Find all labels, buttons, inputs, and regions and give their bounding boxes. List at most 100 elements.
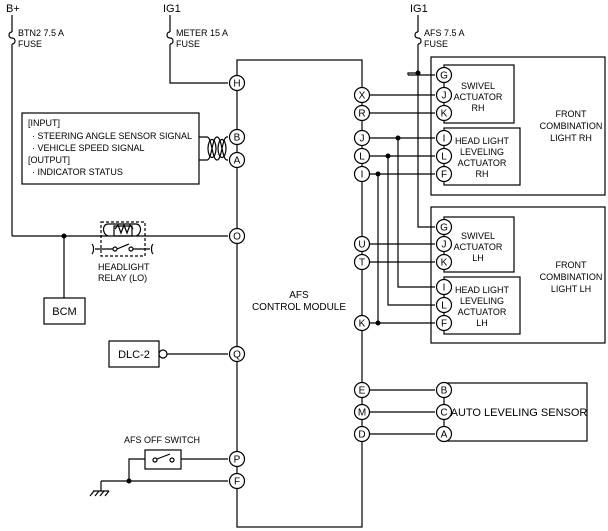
svg-text:F: F (441, 170, 447, 181)
connector-pin: G (435, 218, 453, 236)
svg-text:J: J (442, 240, 447, 251)
btn2-fuse: BTN2 7.5 A FUSE (8, 15, 64, 236)
dlc-label: DLC-2 (118, 349, 150, 361)
svg-text:U: U (358, 240, 365, 251)
wire-l-to-lh-l (387, 156, 435, 306)
swivel-lh-label-2: ACTUATOR (454, 242, 503, 252)
module-pin: T (353, 253, 371, 271)
combo-lh-label-2: COMBINATION (540, 272, 603, 282)
module-pin: U (353, 235, 371, 253)
svg-text:L: L (441, 301, 447, 312)
connector-pin: F (435, 165, 453, 183)
input-header: [INPUT] (28, 118, 60, 128)
auto-leveling-sensor-label: AUTO LEVELING SENSOR (451, 407, 588, 419)
junction-dot (385, 153, 391, 159)
connector-pin: A (435, 425, 453, 443)
input-steering-angle: · STEERING ANGLE SENSOR SIGNAL (32, 131, 192, 141)
svg-text:C: C (440, 408, 447, 419)
module-pin: H (228, 74, 246, 92)
leveling-lh-label-4: LH (476, 318, 488, 328)
bcm-box (43, 297, 86, 325)
ground-icon (89, 481, 110, 497)
svg-text:F: F (234, 477, 240, 488)
junction-dot (126, 478, 132, 484)
combo-lh-label-3: LIGHT LH (551, 284, 591, 294)
svg-text:B: B (441, 386, 448, 397)
switch-ground-wire (128, 458, 145, 481)
svg-text:J: J (442, 91, 447, 102)
front-combination-light-lh-box (430, 206, 606, 344)
svg-text:A: A (441, 430, 448, 441)
module-pin: E (353, 381, 371, 399)
combo-lh-label-1: FRONT (556, 260, 587, 270)
swivel-lh-label-1: SWIVEL (461, 231, 495, 241)
swivel-lh-label-3: LH (472, 253, 484, 263)
svg-text:P: P (234, 455, 241, 466)
module-pin: R (353, 104, 371, 122)
svg-text:O: O (233, 232, 241, 243)
module-pin: D (353, 425, 371, 443)
connector-pin: I (435, 129, 453, 147)
connector-pin: J (435, 235, 453, 253)
dlc-connector-icon (158, 349, 168, 359)
junction-dot (415, 70, 421, 76)
svg-text:I: I (361, 170, 364, 181)
connector-pin: L (435, 296, 453, 314)
io-signal-box (21, 112, 200, 185)
connector-pin: C (435, 403, 453, 421)
svg-text:J: J (360, 134, 365, 145)
input-vehicle-speed: · VEHICLE SPEED SIGNAL (32, 143, 145, 153)
svg-text:F: F (441, 319, 447, 330)
junction-dot (395, 135, 401, 141)
module-pin: M (353, 403, 371, 421)
svg-text:E: E (359, 386, 366, 397)
connector-pin: L (435, 147, 453, 165)
leveling-rh-label-4: RH (476, 169, 489, 179)
module-pin: X (353, 86, 371, 104)
combo-rh-label-3: LIGHT RH (550, 133, 592, 143)
junction-dot (375, 171, 381, 177)
connector-pin: I (435, 278, 453, 296)
swivel-rh-label-1: SWIVEL (461, 81, 495, 91)
leveling-rh-label-2: LEVELING (460, 147, 504, 157)
module-label-1: AFS (289, 290, 309, 301)
leveling-rh-label-3: ACTUATOR (458, 158, 507, 168)
leveling-lh-label-2: LEVELING (460, 296, 504, 306)
afs-fuse-label-2: FUSE (424, 39, 448, 49)
module-pin: Q (228, 345, 246, 363)
connector-pin: B (435, 381, 453, 399)
front-combination-light-rh-box (430, 56, 606, 196)
swivel-rh-label-3: RH (472, 103, 485, 113)
svg-text:H: H (233, 79, 240, 90)
module-pin: L (353, 147, 371, 165)
svg-text:L: L (441, 152, 447, 163)
leveling-rh-label-1: HEAD LIGHT (455, 136, 510, 146)
svg-text:G: G (440, 223, 448, 234)
svg-text:T: T (359, 258, 365, 269)
connector-pin: K (435, 104, 453, 122)
module-pin: K (353, 314, 371, 332)
afs-off-switch-label: AFS OFF SWITCH (124, 435, 200, 445)
relay-label-2: RELAY (LO) (98, 273, 147, 283)
afs-fuse-label-1: AFS 7.5 A (424, 28, 465, 38)
combo-rh-label-2: COMBINATION (540, 121, 603, 131)
svg-text:A: A (234, 156, 241, 167)
combo-rh-label-1: FRONT (556, 109, 587, 119)
output-header: [OUTPUT] (28, 155, 70, 165)
output-indicator-status: · INDICATOR STATUS (32, 167, 123, 177)
svg-text:I: I (443, 134, 446, 145)
module-pin: A (228, 151, 246, 169)
bplus-label: B+ (6, 3, 20, 15)
module-pin: P (228, 450, 246, 468)
meter-fuse-label-1: METER 15 A (176, 28, 228, 38)
connector-pin: F (435, 314, 453, 332)
svg-text:I: I (443, 283, 446, 294)
module-label-2: CONTROL MODULE (252, 302, 346, 313)
btn2-fuse-label-2: FUSE (18, 39, 42, 49)
svg-text:K: K (359, 319, 366, 330)
ig1-right-label: IG1 (410, 3, 428, 15)
twisted-pair-icon (199, 136, 228, 161)
leveling-lh-label-3: ACTUATOR (458, 307, 507, 317)
junction-dot (375, 320, 381, 326)
